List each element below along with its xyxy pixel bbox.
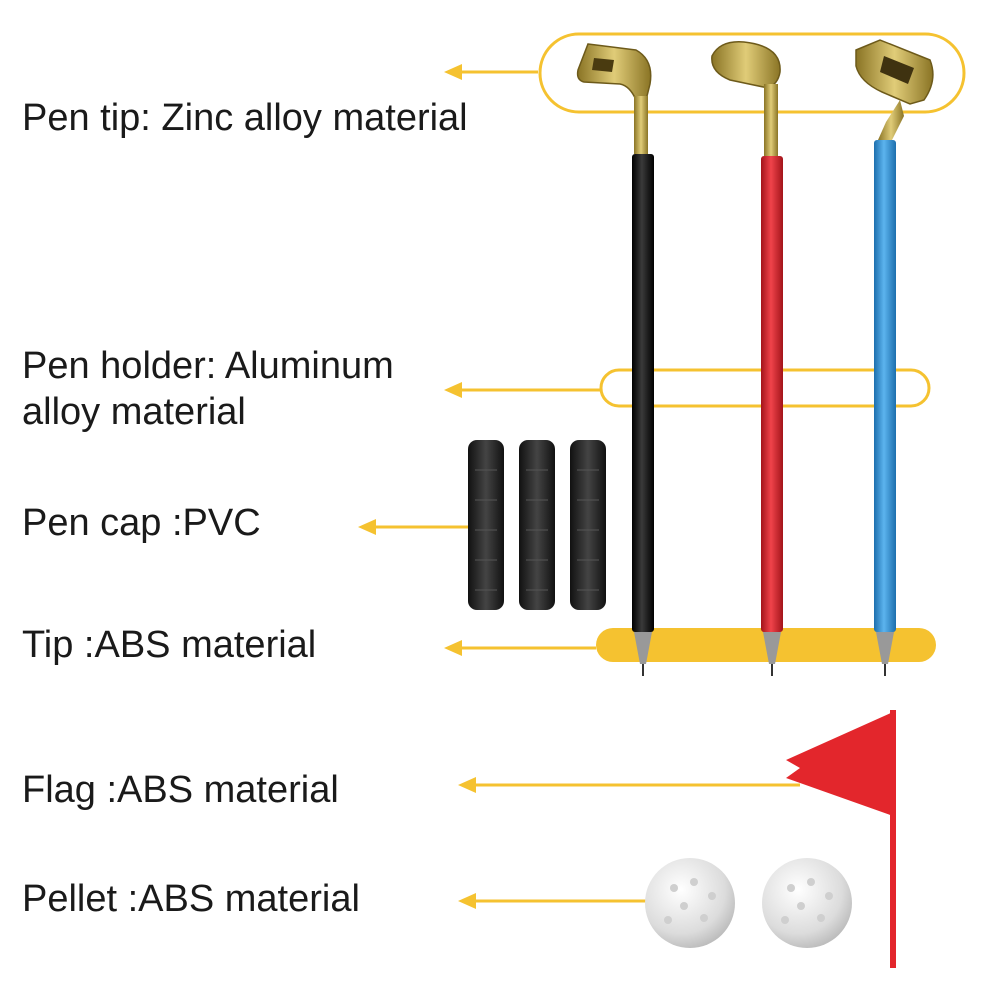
- label-flag: Flag :ABS material: [22, 769, 339, 811]
- golf-pen-blue: [855, 39, 934, 676]
- arrow-left-icon: [444, 640, 596, 656]
- arrow-left-icon: [444, 382, 600, 398]
- label-pen-holder-line1: Pen holder: Aluminum: [22, 345, 394, 387]
- arrow-left-icon: [444, 64, 538, 80]
- golf-flag-icon: [786, 710, 896, 968]
- label-pen-cap: Pen cap :PVC: [22, 502, 261, 544]
- label-pen-tip: Pen tip: Zinc alloy material: [22, 97, 468, 139]
- pen-cap-icon: [570, 440, 606, 610]
- arrow-left-icon: [458, 777, 800, 793]
- label-pen-holder-line2: alloy material: [22, 391, 246, 433]
- golf-club-head-icon: [576, 43, 652, 154]
- arrow-left-icon: [358, 519, 470, 535]
- golf-pen-black: [576, 43, 654, 676]
- golf-ball-icon: [762, 858, 852, 948]
- golf-club-head-icon: [855, 39, 934, 140]
- pen-cap-icon: [519, 440, 555, 610]
- label-pellet: Pellet :ABS material: [22, 878, 360, 920]
- golf-ball-icon: [645, 858, 735, 948]
- golf-pen-red: [711, 41, 783, 676]
- pen-cap-icon: [468, 440, 504, 610]
- label-tip: Tip :ABS material: [22, 624, 317, 666]
- pen-tip-highlight-outline: [538, 32, 966, 114]
- arrow-left-icon: [458, 893, 646, 909]
- golf-club-head-icon: [711, 41, 781, 156]
